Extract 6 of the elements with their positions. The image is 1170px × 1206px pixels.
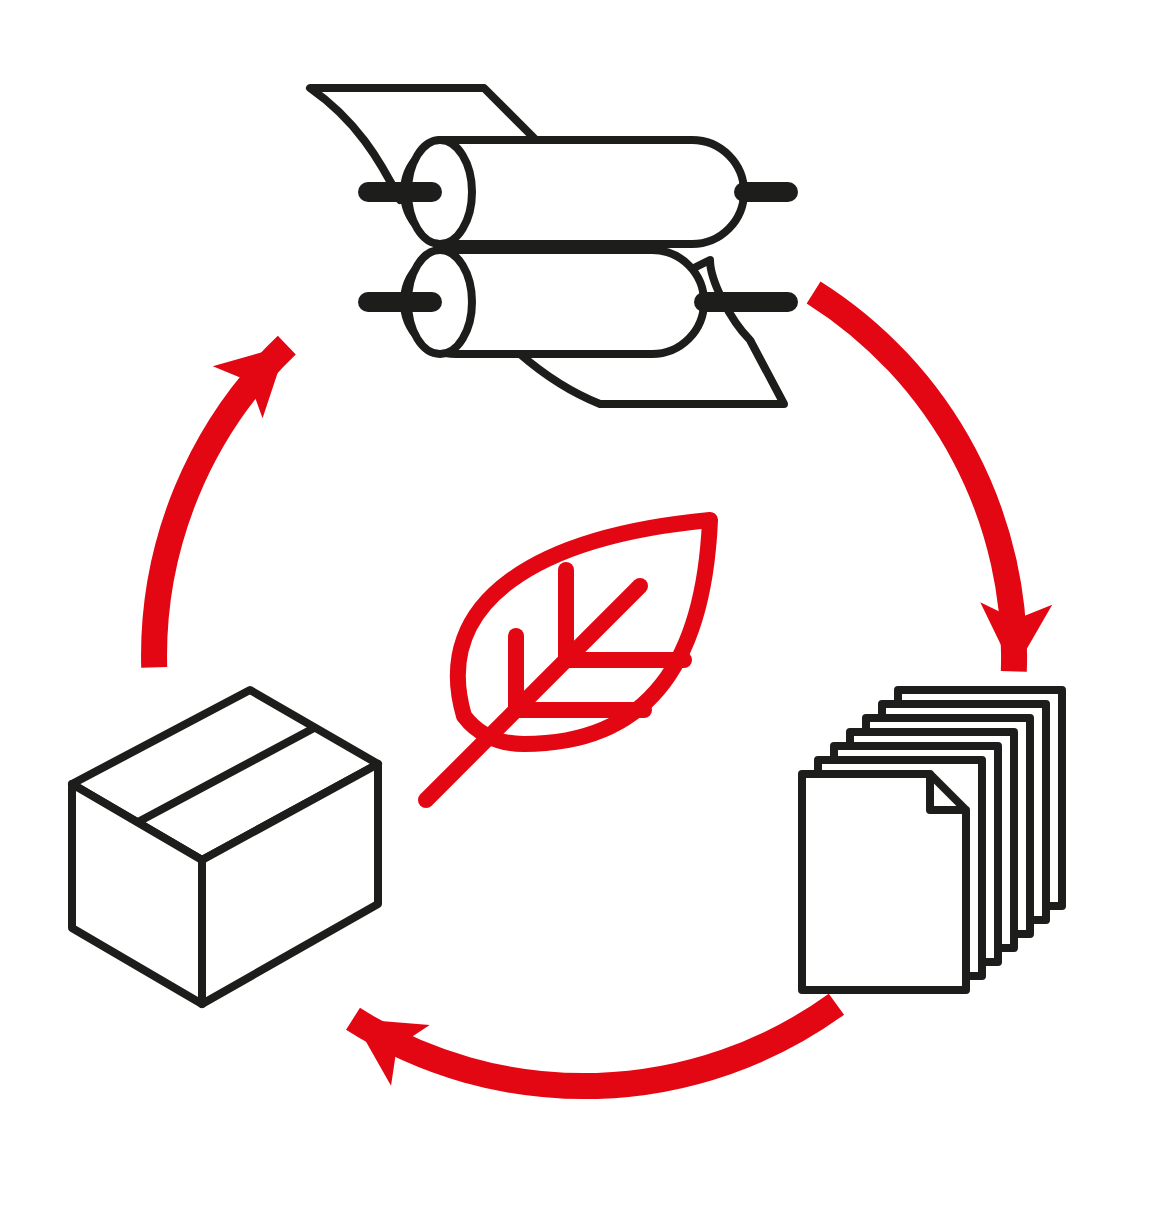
paper-stack-icon bbox=[796, 690, 1070, 994]
arrow bbox=[806, 281, 1049, 672]
arrow bbox=[141, 336, 297, 668]
printing-press-drawing bbox=[300, 80, 800, 410]
arrow bbox=[346, 993, 844, 1099]
box-icon bbox=[66, 684, 384, 1010]
